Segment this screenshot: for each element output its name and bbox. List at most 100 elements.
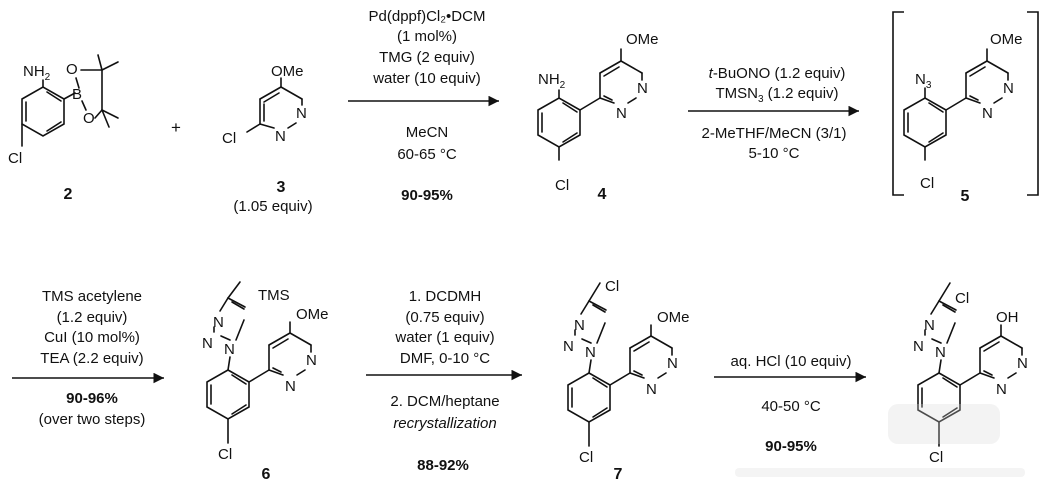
chloro-label: Cl — [218, 446, 232, 463]
methoxy-label: OMe — [657, 309, 690, 326]
benzene-ring — [206, 369, 250, 420]
ring-nitrogen-label: N — [637, 80, 648, 97]
yield-label: 90-95% — [401, 187, 453, 204]
temperature-line: 5-10 °C — [748, 145, 799, 162]
ring-nitrogen-label: N — [996, 381, 1007, 398]
ring-nitrogen-label: N — [982, 105, 993, 122]
benzene-ring — [21, 86, 65, 137]
plus-sign: + — [171, 118, 181, 137]
reagent-line: water (10 equiv) — [372, 70, 481, 87]
methoxy-label: OMe — [990, 31, 1023, 48]
solvent-line: 2-MeTHF/MeCN (3/1) — [701, 125, 846, 142]
pyrimidine-ring — [965, 60, 1009, 104]
reagent-line: t-BuONO (1.2 equiv) — [709, 65, 846, 82]
temperature-line: 40-50 °C — [761, 398, 821, 415]
chloro-label: Cl — [555, 177, 569, 194]
benzene-ring — [537, 97, 581, 148]
benzene-ring — [567, 372, 611, 423]
pyrimidine-ring — [979, 335, 1023, 379]
compound-number: 6 — [262, 466, 271, 480]
compound-number: 2 — [64, 186, 73, 203]
triazole-nitrogen-label: N — [585, 344, 596, 361]
reagent-line: CuI (10 mol%) — [44, 329, 140, 346]
reagent-line: TMG (2 equiv) — [379, 49, 475, 66]
reagent-line: TMS acetylene — [42, 288, 142, 305]
solvent-line: MeCN — [406, 124, 449, 141]
triazole-ring — [213, 281, 246, 341]
triazole-ring — [574, 282, 607, 344]
step-2-conditions: t-BuONO (1.2 equiv) TMSN3 (1.2 equiv) 2-… — [688, 65, 859, 162]
pyrimidine-ring — [599, 60, 643, 104]
compound-7: Cl N N N OMe N N Cl 7 — [563, 278, 690, 480]
tms-label: TMS — [258, 287, 290, 304]
methoxy-label: OMe — [271, 63, 304, 80]
workup-line: recrystallization — [393, 415, 496, 432]
chloro-label: Cl — [929, 449, 943, 466]
compound-4: NH2 OMe N N Cl 4 — [537, 31, 659, 203]
reagent-line: (1 mol%) — [397, 28, 457, 45]
ring-nitrogen-label: N — [285, 378, 296, 395]
ring-nitrogen-label: N — [667, 355, 678, 372]
reagent-line: TEA (2.2 equiv) — [40, 350, 143, 367]
reagent-line: aq. HCl (10 equiv) — [731, 353, 852, 370]
ring-nitrogen-label: N — [296, 105, 307, 122]
compound-number: 5 — [961, 188, 970, 205]
triazole-nitrogen-label: N — [563, 338, 574, 355]
watermark — [735, 404, 1025, 477]
compound-2: NH2 B O O Cl 2 — [8, 54, 119, 203]
ring-nitrogen-label: N — [306, 352, 317, 369]
ring-nitrogen-label: N — [646, 381, 657, 398]
temperature-line: 60-65 °C — [397, 146, 457, 163]
yield-note: (over two steps) — [39, 411, 146, 428]
triazole-chloro-label: Cl — [955, 290, 969, 307]
azide-label: N3 — [915, 71, 932, 91]
reagent-line: water (1 equiv) — [394, 329, 494, 346]
triazole-nitrogen-label: N — [574, 317, 585, 334]
benzene-ring — [903, 97, 947, 148]
chloro-label: Cl — [222, 130, 236, 147]
compound-product: Cl N N N OH N N Cl — [913, 282, 1028, 466]
nh2-label: NH2 — [538, 71, 566, 91]
methoxy-label: OMe — [296, 306, 329, 323]
triazole-nitrogen-label: N — [202, 335, 213, 352]
ring-nitrogen-label: N — [275, 128, 286, 145]
chloro-label: Cl — [8, 150, 22, 167]
triazole-nitrogen-label: N — [213, 314, 224, 331]
oxygen-label-bottom: O — [83, 110, 95, 127]
step-3-conditions: TMS acetylene (1.2 equiv) CuI (10 mol%) … — [12, 288, 164, 428]
triazole-nitrogen-label: N — [935, 344, 946, 361]
yield-label: 88-92% — [417, 457, 469, 474]
pyrimidine-ring — [259, 86, 303, 129]
yield-label: 90-95% — [765, 438, 817, 455]
equiv-note: (1.05 equiv) — [233, 198, 312, 215]
nh2-label: NH2 — [23, 63, 51, 83]
compound-number: 3 — [277, 179, 286, 196]
triazole-chloro-label: Cl — [605, 278, 619, 295]
watermark-strip — [735, 468, 1025, 477]
reagent-line: Pd(dppf)Cl₂•DCM — [369, 8, 486, 25]
triazole-ring — [924, 282, 957, 344]
oxygen-label-top: O — [66, 61, 78, 78]
chloro-label: Cl — [579, 449, 593, 466]
reagent-line: 1. DCDMH — [409, 288, 482, 305]
triazole-nitrogen-label: N — [924, 317, 935, 334]
triazole-nitrogen-label: N — [224, 341, 235, 358]
pinacol-ring — [75, 54, 119, 128]
workup-line: 2. DCM/heptane — [390, 393, 499, 410]
bracket-right — [1027, 11, 1039, 196]
watermark-badge — [888, 404, 1000, 444]
step-4-conditions: 1. DCDMH (0.75 equiv) water (1 equiv) DM… — [366, 288, 522, 474]
step-1-conditions: Pd(dppf)Cl₂•DCM (1 mol%) TMG (2 equiv) w… — [348, 8, 499, 204]
bracket-left — [892, 11, 904, 196]
compound-6: TMS N N N OMe N N Cl 6 — [202, 281, 329, 480]
ring-nitrogen-label: N — [616, 105, 627, 122]
triazole-nitrogen-label: N — [913, 338, 924, 355]
pyrimidine-ring — [629, 335, 673, 379]
reagent-line: (1.2 equiv) — [57, 309, 128, 326]
step-5-conditions: aq. HCl (10 equiv) 40-50 °C 90-95% — [714, 353, 866, 455]
compound-number: 7 — [614, 466, 623, 480]
compound-3: OMe N N Cl 3 (1.05 equiv) — [222, 63, 313, 215]
reagent-line: TMSN3 (1.2 equiv) — [715, 85, 838, 105]
reagent-line: DMF, 0-10 °C — [400, 350, 490, 367]
